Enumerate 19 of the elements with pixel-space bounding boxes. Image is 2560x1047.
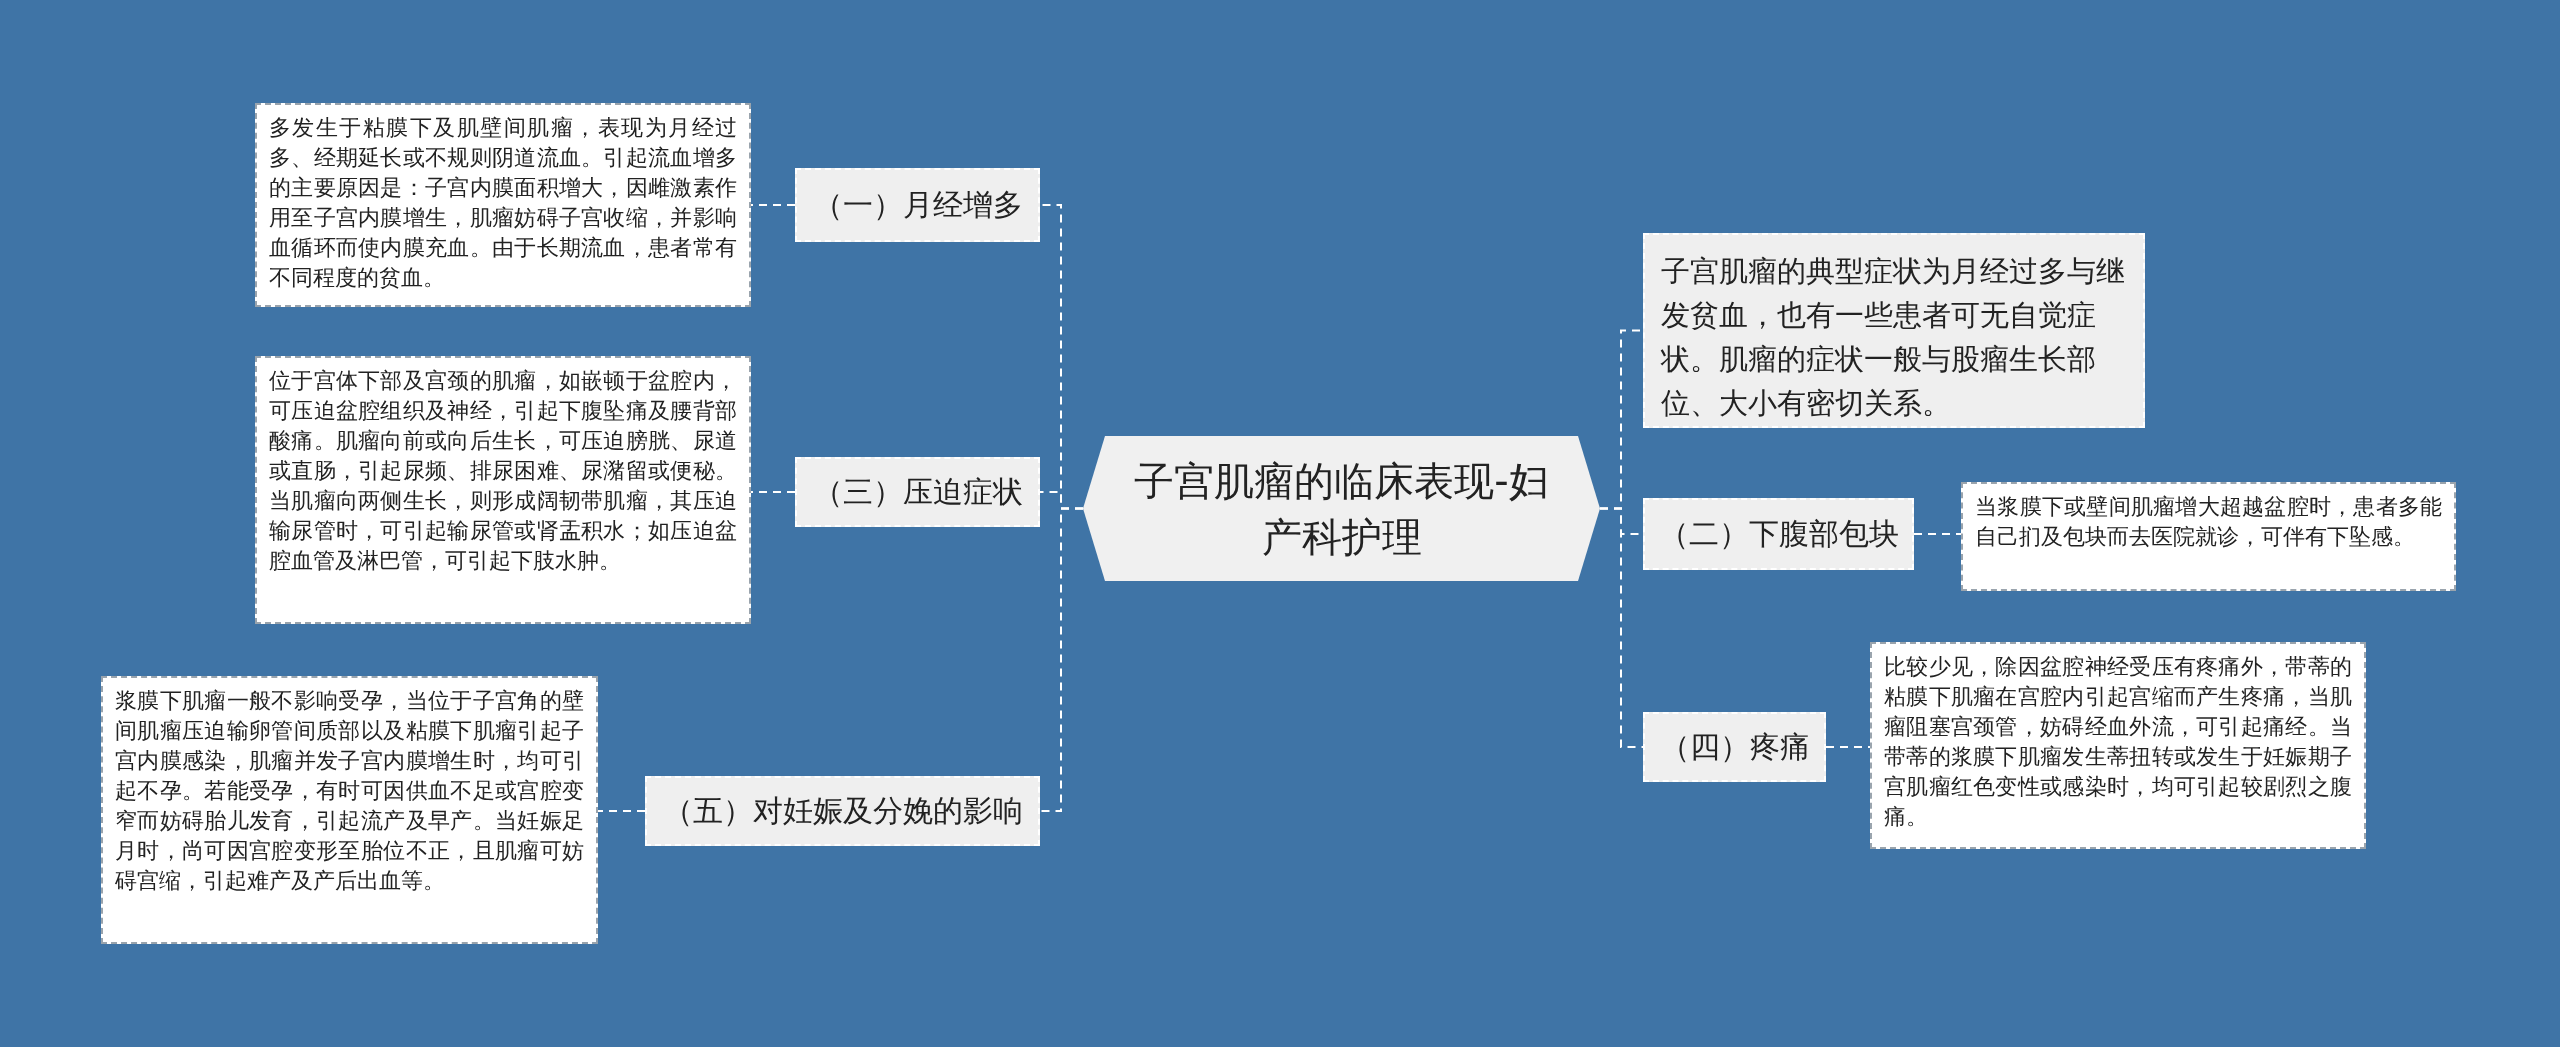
branch-box: （三）压迫症状	[795, 457, 1040, 527]
branch-box: （二）下腹部包块	[1643, 498, 1914, 570]
connector-line	[1599, 507, 1644, 748]
branch-box: （一）月经增多	[795, 168, 1040, 242]
note-box: 位于宫体下部及宫颈的肌瘤，如嵌顿于盆腔内，可压迫盆腔组织及神经，引起下腹坠痛及腰背部酸痛。肌瘤向前或向后生长，可压迫膀胱、尿道或直肠，引起尿频、排尿困难、尿潴留或便秘。当肌瘤向两侧生长，则形成阔韧带肌瘤，其压迫输尿管时，可引起输尿管或肾盂积水；如压迫盆腔血管及淋巴管，可引起下肢水肿。	[255, 356, 751, 624]
connector-line	[597, 810, 646, 812]
note-box: 当浆膜下或壁间肌瘤增大超越盆腔时，患者多能自己扪及包块而去医院就诊，可伴有下坠感。	[1961, 482, 2456, 591]
note-box: 多发生于粘膜下及肌壁间肌瘤，表现为月经过多、经期延长或不规则阴道流血。引起流血增多的主要原因是：子宫内膜面积增大，因雌激素作用至子宫内膜增生，肌瘤妨碍子宫收缩，并影响血循环而使内膜充血。由于长期流血，患者常有不同程度的贫血。	[255, 103, 751, 307]
branch-box: （五）对妊娠及分娩的影响	[645, 776, 1040, 846]
connector-line	[1039, 507, 1084, 812]
note-box: 浆膜下肌瘤一般不影响受孕，当位于子宫角的壁间肌瘤压迫输卵管间质部以及粘膜下肌瘤引起子宫内膜感染，肌瘤并发子宫内膜增生时，均可引起不孕。若能受孕，有时可因供血不足或宫腔变窄而妨碍胎儿发育，引起流产及早产。当妊娠足月时，尚可因宫腔变形至胎位不正，且肌瘤可妨碍宫缩，引起难产及产后出血等。	[101, 676, 598, 944]
topic-hexagon: 子宫肌瘤的临床表现-妇产科护理	[1083, 434, 1600, 583]
note-box: 比较少见，除因盆腔神经受压有疼痛外，带蒂的粘膜下肌瘤在宫腔内引起宫缩而产生疼痛，当肌瘤阻塞宫颈管，妨碍经血外流，可引起痛经。当带蒂的浆膜下肌瘤发生蒂扭转或发生于妊娠期子宫肌瘤红色变性或感染时，均可引起较剧烈之腹痛。	[1870, 642, 2366, 849]
summary-box: 子宫肌瘤的典型症状为月经过多与继发贫血，也有一些患者可无自觉症状。肌瘤的症状一般与股瘤生长部位、大小有密切关系。	[1643, 233, 2145, 428]
connector-line	[750, 491, 796, 493]
connector-line	[1825, 746, 1871, 748]
branch-box: （四）疼痛	[1643, 712, 1826, 782]
connector-line	[1913, 533, 1962, 535]
connector-line	[750, 204, 796, 206]
